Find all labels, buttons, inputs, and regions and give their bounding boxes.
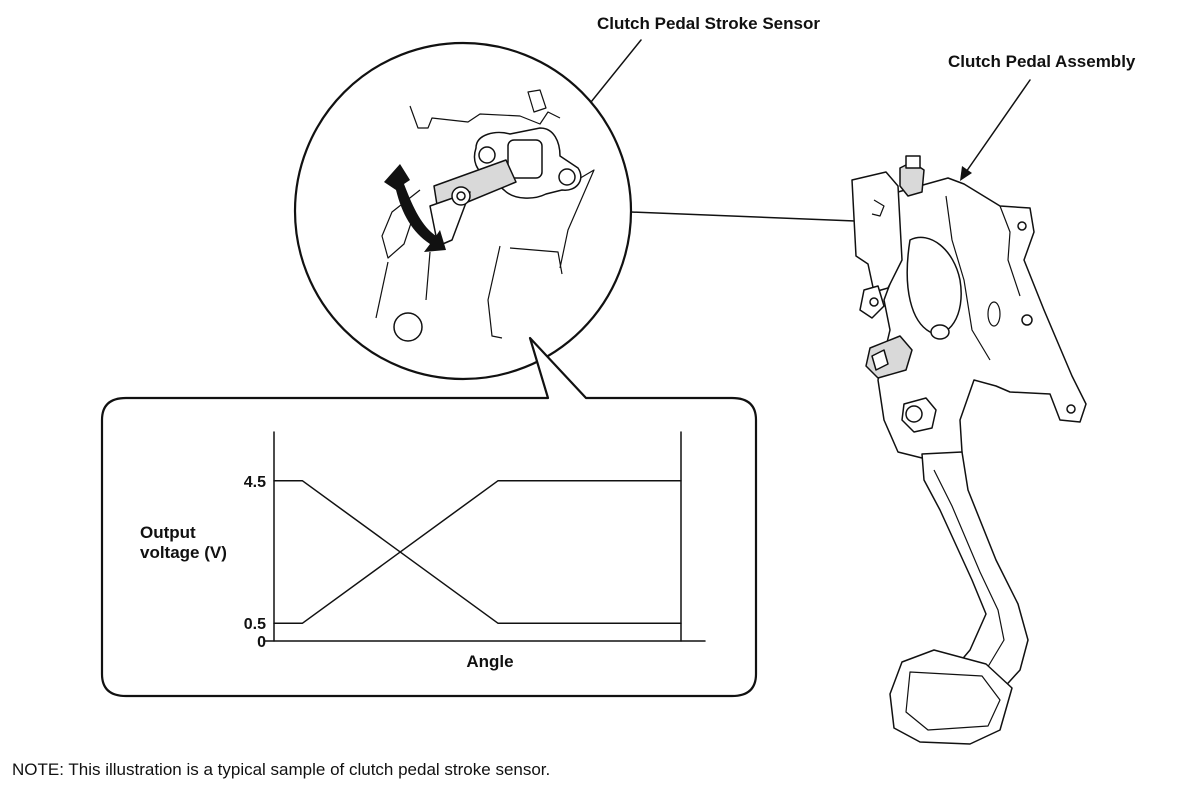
graph-callout-box — [100, 336, 758, 698]
series-line-increasing — [273, 480, 682, 624]
y-tick-label-0-5: 0.5 — [244, 616, 266, 633]
label-clutch-pedal-stroke-sensor: Clutch Pedal Stroke Sensor — [597, 14, 820, 33]
label-clutch-pedal-assembly: Clutch Pedal Assembly — [948, 52, 1136, 71]
voltage-angle-chart: 4.5 0.5 0 Output voltage (V) Angle — [140, 431, 706, 671]
magnified-detail-circle — [293, 41, 633, 381]
y-tick-label-4-5: 4.5 — [244, 474, 266, 491]
y-axis-label-line1: Output — [140, 523, 196, 542]
y-tick-label-0: 0 — [257, 634, 266, 651]
note-text: NOTE: This illustration is a typical sam… — [12, 760, 551, 779]
pointer-to-sensor-location — [630, 211, 888, 228]
x-axis-label: Angle — [466, 652, 513, 671]
y-axis-label-line2: voltage (V) — [140, 543, 227, 562]
clutch-pedal-assembly-illustration — [851, 155, 1087, 745]
leader-arrow-assembly — [960, 79, 1031, 181]
